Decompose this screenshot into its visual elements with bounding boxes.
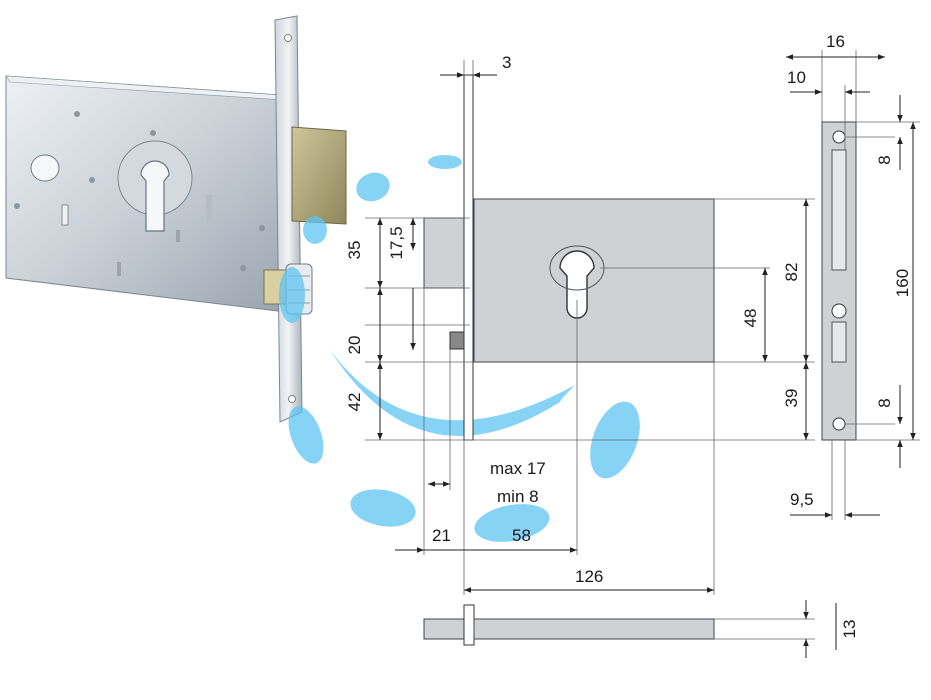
dim-case-depth: 126: [575, 567, 603, 586]
dim-faceplate-width: 16: [826, 32, 845, 51]
dim-cylinder-bottom: 39: [782, 389, 801, 408]
dim-bolt-offset: 21: [432, 526, 451, 545]
dim-latch-zone: 20: [345, 336, 364, 355]
dim-faceplate-inset: 10: [787, 68, 806, 87]
spindle-hole: [30, 154, 60, 182]
drawing-cylinder-hole: [559, 250, 595, 319]
rivet: [259, 225, 265, 231]
slot-detail-3: [176, 230, 180, 242]
dimension-lines: [377, 54, 916, 658]
extension-lines: [365, 50, 920, 640]
dim-cylinder-half: 17,5: [387, 226, 406, 259]
dim-case-lower: 42: [345, 393, 364, 412]
drawing-faceplate-front: [821, 121, 857, 441]
dim-bolt-throw-min: min 8: [497, 487, 539, 506]
faceplate-screw-hole: [288, 395, 296, 403]
drawing-latch-housing: [423, 217, 465, 289]
dim-bolt-throw-max: max 17: [490, 459, 546, 478]
slot-detail: [61, 204, 69, 226]
dim-cylinder-center: 48: [741, 309, 760, 328]
technical-drawing: [365, 50, 920, 658]
dim-faceplate-length: 160: [893, 269, 912, 297]
drawing-lock-case: [473, 198, 715, 363]
rivet: [150, 130, 156, 136]
rivet: [74, 111, 80, 117]
dimension-labels: 3 16 10 35 17,5 20 42 82 48 39 8 160 8 m…: [345, 32, 912, 638]
dim-bolt-height: 13: [840, 620, 859, 639]
rivet: [14, 203, 20, 209]
faceplate-screw-hole: [284, 34, 292, 42]
drawing-bolt-profile: [423, 618, 465, 640]
mortise-lock-photo: [5, 15, 347, 423]
deadbolt: [291, 126, 347, 225]
dim-case-height: 82: [782, 263, 801, 282]
stamp-text: [206, 195, 212, 223]
dim-screw-top: 8: [875, 155, 894, 164]
rivet: [240, 265, 246, 271]
drawing-faceplate: [463, 74, 474, 441]
dim-faceplate-thickness: 3: [502, 53, 511, 72]
dim-faceplate-hole: 9,5: [790, 490, 814, 509]
dim-case-upper: 35: [345, 241, 364, 260]
drawing-bolt: [449, 331, 465, 350]
rivet: [89, 177, 95, 183]
dim-backset: 58: [512, 526, 531, 545]
cylinder-hole: [140, 160, 170, 232]
dim-screw-bottom: 8: [875, 398, 894, 407]
slot-detail-2: [117, 262, 121, 276]
